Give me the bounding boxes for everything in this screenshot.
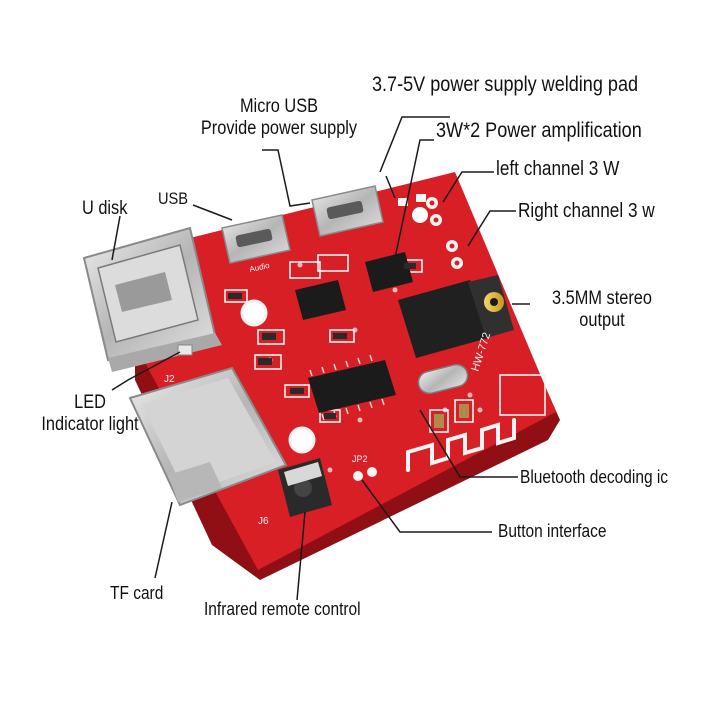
silk-audio: Audio xyxy=(249,261,271,274)
crystal-oscillator xyxy=(417,363,469,395)
label-left-channel: left channel 3 W xyxy=(496,158,620,180)
amplifier-chip-1 xyxy=(295,280,346,320)
mounting-hole xyxy=(412,207,428,223)
label-amp: 3W*2 Power amplification xyxy=(436,119,642,142)
button-pad xyxy=(367,467,377,477)
speaker-pads xyxy=(426,197,463,269)
mounting-hole xyxy=(288,426,316,454)
antenna-silk xyxy=(499,374,546,416)
silk-j6: J6 xyxy=(258,516,269,527)
label-micro-usb-line1: Micro USB xyxy=(239,96,319,117)
label-button: Button interface xyxy=(498,521,607,541)
label-micro-usb-line2: Provide power supply xyxy=(200,118,358,139)
tf-card-socket xyxy=(128,366,288,507)
label-bt-ic: Bluetooth decoding ic xyxy=(520,467,669,487)
label-tf-card: TF card xyxy=(110,583,164,603)
led xyxy=(177,344,193,356)
power-pads xyxy=(398,194,426,206)
label-led-line2: Indicator light xyxy=(41,414,139,435)
label-stereo: 3.5MM stereo output xyxy=(542,288,662,332)
smd-components xyxy=(228,263,469,428)
mounting-hole xyxy=(240,299,268,327)
label-u-disk: U disk xyxy=(82,198,128,219)
label-stereo-line1: 3.5MM stereo xyxy=(552,288,652,309)
silk-j2: J2 xyxy=(164,374,175,385)
label-led-line1: LED xyxy=(74,392,106,413)
usb-a-connector xyxy=(82,226,222,372)
label-ir: Infrared remote control xyxy=(204,599,361,619)
micro-usb-connector-right xyxy=(311,185,384,237)
bluetooth-antenna xyxy=(406,418,516,472)
amplifier-chip-2 xyxy=(365,252,413,292)
button-pad xyxy=(353,471,363,481)
label-right-channel: Right channel 3 w xyxy=(518,200,655,222)
audio-jack xyxy=(398,275,514,358)
label-power-pad: 3.7-5V power supply welding pad xyxy=(372,73,639,96)
silk-jp2: JP2 xyxy=(352,454,368,464)
ir-receiver xyxy=(278,458,332,517)
silkscreen-marks xyxy=(224,254,474,433)
label-stereo-line2: output xyxy=(579,310,625,331)
label-micro-usb: Micro USB Provide power supply xyxy=(189,96,370,140)
label-led: LED Indicator light xyxy=(38,392,141,436)
micro-usb-connector-left xyxy=(221,214,291,264)
leader-lines xyxy=(111,116,530,601)
label-usb: USB xyxy=(158,189,189,208)
